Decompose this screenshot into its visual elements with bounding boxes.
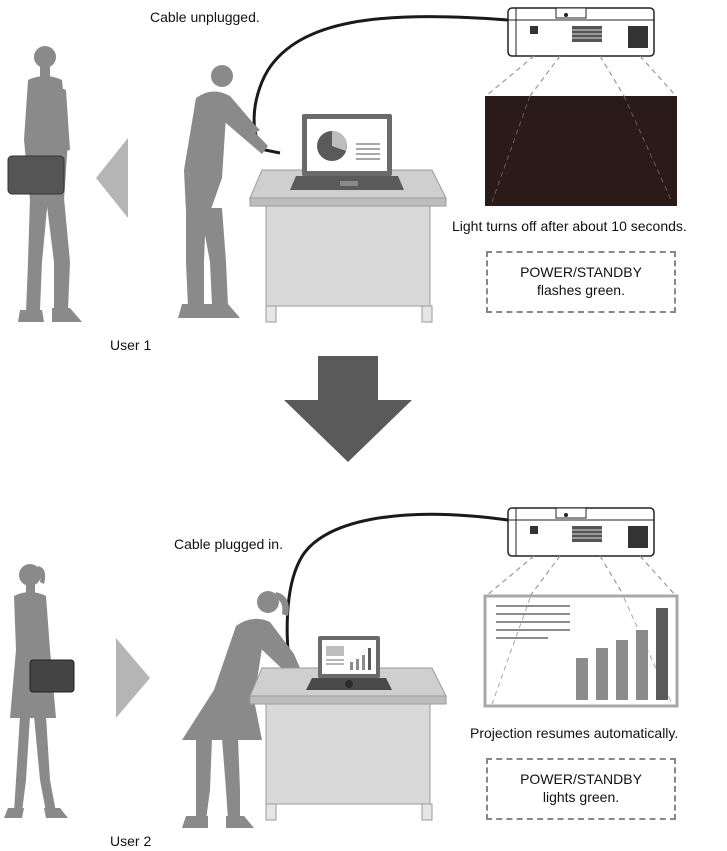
projection-rays-2 [485,555,677,597]
projector-2 [507,507,655,557]
light-off-label: Light turns off after about 10 seconds. [452,218,687,234]
tablet-1 [7,155,65,195]
transition-arrow [284,356,412,462]
status-1-line-1: POWER/STANDBY [520,264,642,280]
status-box-2: POWER/STANDBY lights green. [486,758,676,820]
status-1-line-2: flashes green. [537,282,625,298]
screen-on [483,594,679,708]
screen-off [485,95,677,206]
user-1-unplugging-figure [178,65,268,318]
projection-rays-1 [485,55,677,97]
walk-away-arrow [96,138,128,218]
projector-1 [507,7,655,57]
table-2 [249,667,447,821]
cable-2 [285,512,509,682]
walk-in-arrow [116,638,150,718]
cable-unplugged-label: Cable unplugged. [150,9,260,25]
user-2-plugging-figure [182,591,304,828]
scenario-2 [4,507,679,828]
user-2-label: User 2 [110,833,152,849]
status-2-line-1: POWER/STANDBY [520,771,642,787]
tablet-2 [29,659,75,693]
laptop-2 [306,636,392,690]
laptop-1 [290,114,404,190]
status-box-1: POWER/STANDBY flashes green. [486,251,676,313]
user-1-label: User 1 [110,337,152,353]
projection-resumes-label: Projection resumes automatically. [470,725,679,741]
status-2-line-2: lights green. [542,789,620,805]
cable-plugged-label: Cable plugged in. [174,536,283,552]
table-1 [249,169,447,323]
scenario-1 [7,7,677,323]
